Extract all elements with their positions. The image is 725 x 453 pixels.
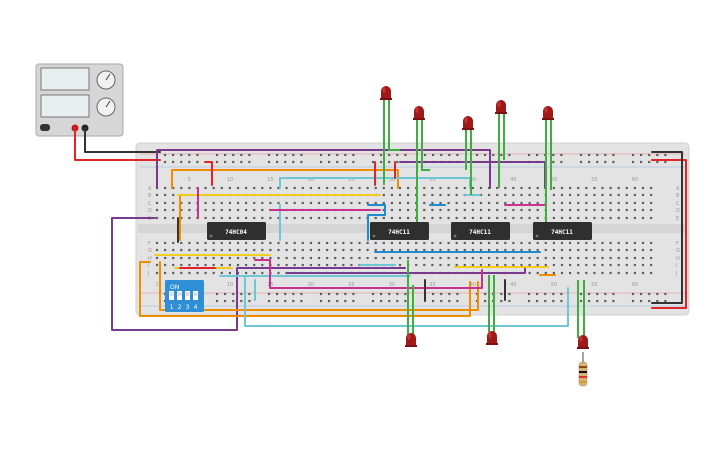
column-number: 55 (591, 282, 597, 288)
wire-red-small-1 (204, 161, 213, 186)
dip-position-label: 2 (178, 304, 182, 311)
row-letter: A (148, 186, 152, 192)
column-number: 20 (308, 282, 314, 288)
column-number: 25 (348, 177, 354, 183)
column-number: 50 (551, 282, 557, 288)
power-supply[interactable] (35, 63, 124, 137)
wire-black-supply (84, 127, 161, 153)
column-number: 35 (429, 282, 435, 288)
row-letter: H (148, 256, 152, 262)
chip-label: 74HC11 (551, 229, 573, 236)
column-number: 15 (267, 177, 273, 183)
wire-black-rail-right (651, 151, 683, 304)
column-number: 40 (470, 282, 476, 288)
breadboard-holes[interactable] (155, 153, 667, 303)
chip-label: 74HC11 (469, 229, 491, 236)
led-3[interactable] (462, 116, 474, 130)
row-letter: C (676, 201, 680, 207)
dip-position-label: 1 (170, 304, 174, 311)
wire-magenta-3 (254, 259, 483, 289)
column-number: 10 (227, 177, 233, 183)
ic-chip-74hc04[interactable]: 74HC04 (207, 222, 266, 240)
led-8[interactable] (577, 335, 589, 349)
led-2[interactable] (413, 106, 425, 120)
wire-cyan-low (244, 275, 569, 327)
row-letter: I (148, 263, 149, 269)
row-letter: J (147, 271, 149, 277)
wire-orange-left (139, 261, 471, 317)
led-7[interactable] (486, 331, 498, 345)
row-letter: B (676, 193, 680, 199)
row-letter: E (676, 216, 679, 222)
ic-chip-74hc11[interactable]: 74HC11 (451, 222, 510, 240)
column-number: 30 (389, 177, 395, 183)
led-4[interactable] (495, 100, 507, 114)
dip-position-label: 3 (186, 304, 190, 311)
wire-red-rail-right-top (651, 159, 687, 309)
power-switch[interactable] (40, 124, 50, 131)
column-number: 50 (551, 177, 557, 183)
column-number: 30 (389, 282, 395, 288)
column-number: 10 (227, 282, 233, 288)
dip-on-label: ON (170, 284, 179, 291)
voltage-display (40, 67, 90, 91)
column-number: 20 (308, 177, 314, 183)
ic-chip-74hc11[interactable]: 74HC11 (533, 222, 592, 240)
row-letter: D (676, 208, 680, 214)
column-number: 45 (510, 282, 516, 288)
column-number: 60 (632, 282, 638, 288)
wire-purple-left (111, 217, 406, 331)
led-5[interactable] (542, 106, 554, 120)
column-number: 45 (510, 177, 516, 183)
column-number: 1 (155, 282, 158, 288)
row-letter: C (148, 201, 152, 207)
column-number: 40 (470, 177, 476, 183)
led-6[interactable] (405, 333, 417, 347)
column-number: 25 (348, 282, 354, 288)
column-number: 60 (632, 177, 638, 183)
wire-blue-1 (367, 204, 386, 241)
row-letter: J (675, 271, 677, 277)
row-letter: A (676, 186, 680, 192)
chip-label: 74HC04 (225, 229, 247, 236)
row-letter: F (676, 241, 679, 247)
dip-position-label: 4 (194, 304, 198, 311)
led-1[interactable] (380, 86, 392, 100)
column-number: 5 (188, 177, 191, 183)
current-display (40, 94, 90, 118)
wire-purple-low (286, 267, 526, 274)
ic-chip-74hc11[interactable]: 74HC11 (370, 222, 429, 240)
column-number: 55 (591, 177, 597, 183)
resistor[interactable] (578, 352, 588, 387)
row-letter: H (676, 256, 680, 262)
wire-red-supply (74, 127, 161, 161)
row-letter: B (148, 193, 152, 199)
leds[interactable] (380, 86, 589, 349)
wires[interactable] (74, 127, 687, 331)
row-letter: G (148, 248, 152, 254)
chip-label: 74HC11 (388, 229, 410, 236)
led-leads (383, 98, 585, 338)
row-letter: G (676, 248, 680, 254)
wire-purple-top (156, 149, 491, 189)
row-letter: D (148, 208, 152, 214)
row-letter: I (676, 263, 677, 269)
row-letter: F (148, 241, 151, 247)
wire-orange-2 (159, 261, 479, 311)
column-number: 35 (429, 177, 435, 183)
